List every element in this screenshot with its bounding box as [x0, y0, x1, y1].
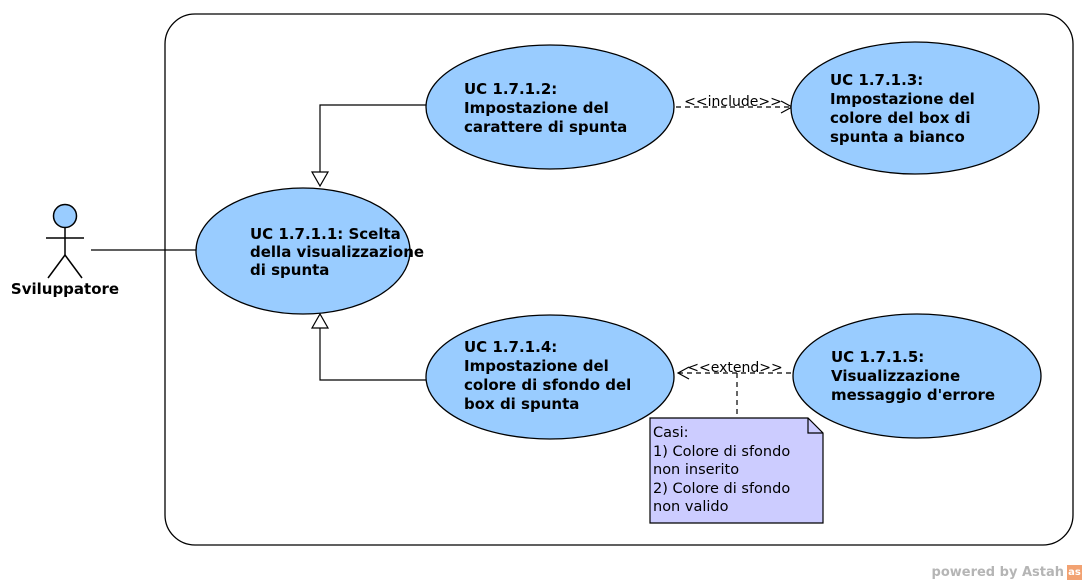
usecase-1-7-1-3-line-3: colore del box di [830, 109, 971, 127]
usecase-1-7-1-5-line-2: Visualizzazione [831, 367, 960, 385]
actor-label: Sviluppatore [11, 280, 119, 298]
usecase-1-7-1-4[interactable]: UC 1.7.1.4: Impostazione del colore di s… [425, 314, 675, 440]
actor-head-icon [52, 203, 78, 229]
include-label: <<include>> [684, 94, 782, 110]
usecase-1-7-1-3-line-4: spunta a bianco [830, 128, 965, 146]
usecase-1-7-1-2[interactable]: UC 1.7.1.2: Impostazione del carattere d… [425, 44, 675, 170]
note-corner-icon [807, 418, 823, 434]
usecase-1-7-1-2-line-2: Impostazione del [464, 99, 609, 117]
watermark-text: powered by Astah [931, 565, 1064, 580]
actor-sviluppatore[interactable]: Sviluppatore [11, 203, 119, 299]
extend-label: <<extend>> [687, 360, 782, 376]
usecase-1-7-1-4-line-3: colore di sfondo del [464, 376, 631, 394]
generalization-line-top [319, 104, 427, 172]
usecase-1-7-1-4-line-2: Impostazione del [464, 357, 609, 375]
usecase-1-7-1-4-line-4: box di spunta [464, 395, 579, 413]
note[interactable]: Casi: 1) Colore di sfondo non inserito 2… [649, 417, 824, 524]
usecase-1-7-1-3[interactable]: UC 1.7.1.3: Impostazione del colore del … [790, 41, 1040, 175]
note-line-4: 2) Colore di sfondo [653, 481, 790, 497]
usecase-1-7-1-5[interactable]: UC 1.7.1.5: Visualizzazione messaggio d'… [792, 313, 1042, 439]
extend-arrow-icon [676, 366, 690, 380]
usecase-1-7-1-2-line-3: carattere di spunta [464, 118, 627, 136]
watermark: powered by Astah as [932, 565, 1082, 580]
usecase-1-7-1-1[interactable]: UC 1.7.1.1: Scelta della visualizzazione… [195, 187, 424, 315]
note-line-5: non valido [653, 499, 729, 515]
usecase-1-7-1-3-line-2: Impostazione del [830, 90, 975, 108]
generalization-arrow-top-icon [310, 171, 330, 188]
astah-logo-icon: as [1067, 565, 1082, 580]
usecase-1-7-1-1-line-2: della visualizzazione [250, 243, 424, 261]
note-line-2: 1) Colore di sfondo [653, 444, 790, 460]
usecase-1-7-1-3-line-1: UC 1.7.1.3: [830, 71, 923, 89]
generalization-arrow-bottom-icon [310, 312, 330, 329]
note-line-3: non inserito [653, 462, 739, 478]
usecase-1-7-1-4-line-1: UC 1.7.1.4: [464, 338, 557, 356]
usecase-1-7-1-1-line-3: di spunta [250, 261, 329, 279]
usecase-1-7-1-1-line-1: UC 1.7.1.1: Scelta [250, 225, 401, 243]
usecase-1-7-1-5-line-3: messaggio d'errore [831, 386, 995, 404]
usecase-1-7-1-5-line-1: UC 1.7.1.5: [831, 348, 924, 366]
usecase-1-7-1-2-line-1: UC 1.7.1.2: [464, 80, 557, 98]
generalization-line-bottom [319, 328, 427, 381]
note-line-1: Casi: [653, 425, 688, 441]
